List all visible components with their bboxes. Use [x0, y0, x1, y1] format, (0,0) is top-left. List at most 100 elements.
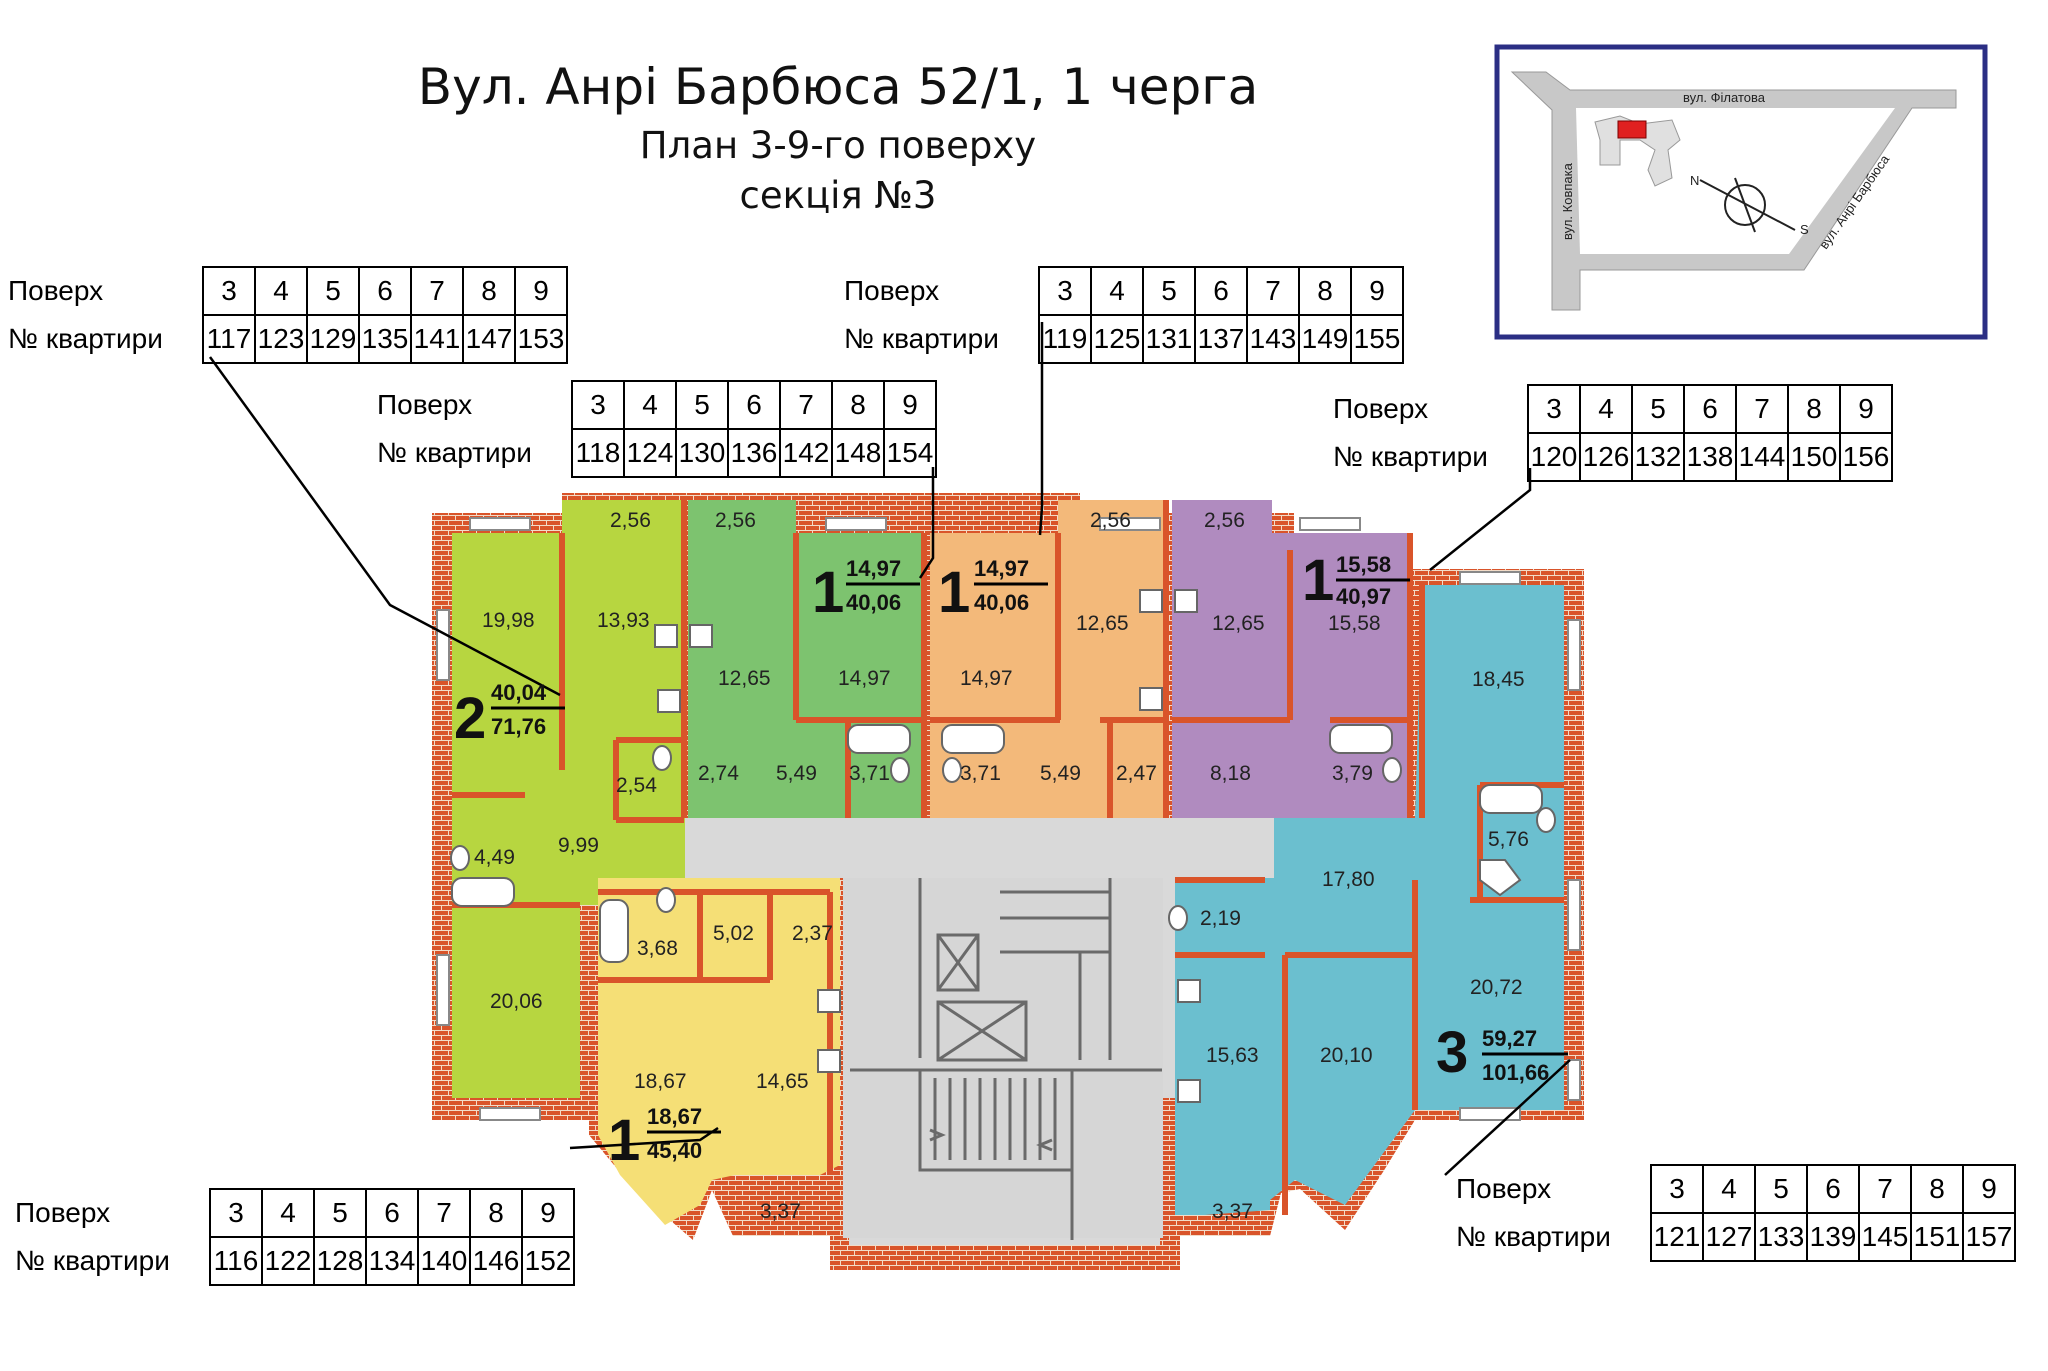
- room-area: 2,56: [715, 509, 756, 532]
- room-area: 3,71: [849, 762, 890, 785]
- apt-label-118: 1 14,97 40,06: [812, 556, 920, 625]
- apartment-121[interactable]: [1175, 585, 1564, 1215]
- room-area: 5,49: [776, 762, 817, 785]
- south-label: S: [1800, 222, 1809, 237]
- apartment-label: № квартири: [844, 323, 999, 354]
- apt-label-117: 2 40,04 71,76: [454, 680, 565, 751]
- floor-cell: 7: [417, 1188, 471, 1238]
- apt-total-117: 71,76: [491, 714, 546, 739]
- floor-cell: 3: [209, 1188, 263, 1238]
- apt-living-118: 14,97: [846, 556, 901, 581]
- apartment-cell: 121: [1650, 1212, 1704, 1262]
- apt-rooms-117: 2: [454, 686, 486, 751]
- apt-living-120: 15,58: [1336, 552, 1391, 577]
- apartment-116[interactable]: [598, 878, 840, 1225]
- room-area: 12,65: [1212, 612, 1265, 635]
- floor-cell: 6: [358, 266, 412, 316]
- apt-living-117: 40,04: [491, 680, 547, 705]
- floor-cell: 4: [254, 266, 308, 316]
- apartment-cell: 130: [675, 428, 729, 478]
- apartment-cell: 138: [1683, 432, 1737, 482]
- room-area: 18,45: [1472, 668, 1525, 691]
- floor-cell: 5: [1754, 1164, 1808, 1214]
- bathroom-fixtures: [450, 589, 1556, 1103]
- apartment-cell: 146: [469, 1236, 523, 1286]
- room-area: 14,97: [960, 667, 1013, 690]
- room-area: 17,80: [1322, 868, 1375, 891]
- floor-label: Поверх: [15, 1197, 111, 1228]
- floor-cell: 9: [514, 266, 568, 316]
- street-filatova-label: вул. Філатова: [1683, 90, 1766, 105]
- apt-total-118: 40,06: [846, 590, 901, 615]
- apartment-cell: 151: [1910, 1212, 1964, 1262]
- floor-cell: 6: [1194, 266, 1248, 316]
- room-area: 5,02: [713, 922, 754, 945]
- apt-label-120: 1 15,58 40,97: [1302, 548, 1410, 613]
- apartment-cell: 125: [1090, 314, 1144, 364]
- apt-rooms-121: 3: [1436, 1020, 1468, 1085]
- room-area: 12,65: [1076, 612, 1129, 635]
- floor-cell: 9: [1839, 384, 1893, 434]
- room-area: 14,65: [756, 1070, 809, 1093]
- apt-rooms-118: 1: [812, 560, 844, 625]
- apartment-cell: 116: [209, 1236, 263, 1286]
- apartment-label: № квартири: [377, 437, 532, 468]
- floor-cell: 6: [727, 380, 781, 430]
- apartment-cell: 156: [1839, 432, 1893, 482]
- floor-label: Поверх: [377, 389, 473, 420]
- apartment-cell: 122: [261, 1236, 315, 1286]
- apartment-cell: 143: [1246, 314, 1300, 364]
- apt-living-116: 18,67: [647, 1104, 702, 1129]
- room-area: 18,67: [634, 1070, 687, 1093]
- room-area: 3,68: [637, 937, 678, 960]
- floor-cell: 3: [1650, 1164, 1704, 1214]
- floor-cell: 5: [306, 266, 360, 316]
- floor-label: Поверх: [1456, 1173, 1552, 1204]
- room-area: 8,18: [1210, 762, 1251, 785]
- room-area: 2,56: [610, 509, 651, 532]
- floor-cell: 5: [675, 380, 729, 430]
- floor-cell: 6: [365, 1188, 419, 1238]
- floor-cell: 7: [1858, 1164, 1912, 1214]
- floor-cell: 8: [831, 380, 885, 430]
- floor-cell: 4: [1702, 1164, 1756, 1214]
- apartment-cell: 134: [365, 1236, 419, 1286]
- floor-cell: 3: [202, 266, 256, 316]
- apartment-label: № квартири: [8, 323, 163, 354]
- room-area: 2,37: [792, 922, 833, 945]
- apt-total-119: 40,06: [974, 590, 1029, 615]
- floor-cell: 9: [521, 1188, 575, 1238]
- north-label: N: [1690, 173, 1699, 188]
- floor-cell: 4: [1090, 266, 1144, 316]
- room-area: 12,65: [718, 667, 771, 690]
- room-area-labels: 2,56 2,56 2,56 2,56 19,98 13,93 12,65 14…: [474, 509, 1529, 1223]
- room-area: 19,98: [482, 609, 535, 632]
- apartment-cell: 147: [462, 314, 516, 364]
- floor-cell: 8: [462, 266, 516, 316]
- apartment-label: № квартири: [1456, 1221, 1611, 1252]
- apartment-cell: 148: [831, 428, 885, 478]
- floor-cell: 7: [410, 266, 464, 316]
- floor-cell: 5: [1631, 384, 1685, 434]
- apartment-117[interactable]: [452, 500, 685, 1098]
- room-area: 5,49: [1040, 762, 1081, 785]
- room-area: 13,93: [597, 609, 650, 632]
- apartment-cell: 120: [1527, 432, 1581, 482]
- page-subtitle: План 3-9-го поверху: [639, 124, 1037, 167]
- apartment-labels: 2 40,04 71,76 1 14,97 40,06 1 14,97 40,0…: [454, 548, 1568, 1173]
- apt-label-121: 3 59,27 101,66: [1436, 1020, 1568, 1085]
- apartment-cell: 136: [727, 428, 781, 478]
- leader-lines: [208, 322, 1571, 1176]
- apartment-cell: 129: [306, 314, 360, 364]
- room-area: 9,99: [558, 834, 599, 857]
- apartment-cell: 133: [1754, 1212, 1808, 1262]
- apartment-cell: 135: [358, 314, 412, 364]
- floor-cell: 7: [779, 380, 833, 430]
- floor-cell: 3: [1038, 266, 1092, 316]
- apartment-cell: 153: [514, 314, 568, 364]
